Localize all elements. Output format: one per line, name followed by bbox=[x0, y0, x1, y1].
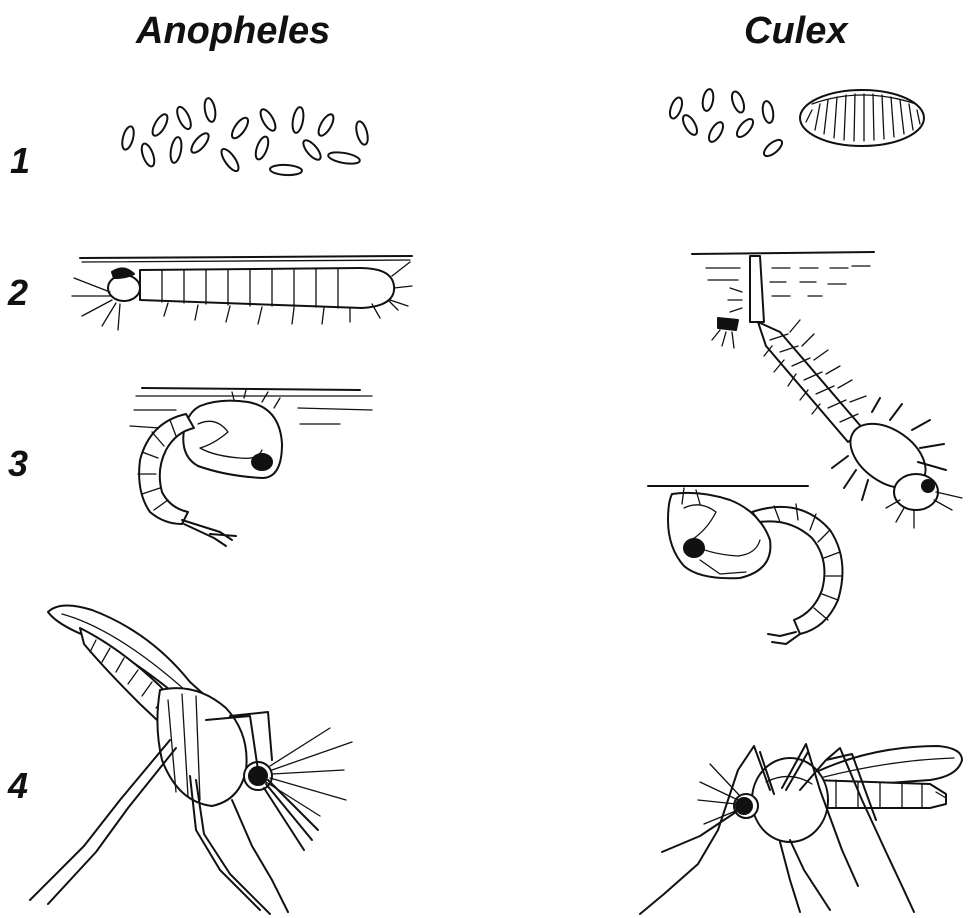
culex-eggs-icon bbox=[668, 88, 785, 159]
culex-pupa-icon bbox=[648, 486, 843, 644]
culex-egg-raft-icon bbox=[800, 90, 924, 146]
anopheles-adult-icon bbox=[30, 605, 352, 914]
anopheles-eggs-icon bbox=[120, 97, 370, 176]
culex-adult-icon bbox=[640, 744, 962, 914]
anopheles-pupa-icon bbox=[130, 388, 372, 546]
anopheles-larva-icon bbox=[72, 256, 412, 330]
